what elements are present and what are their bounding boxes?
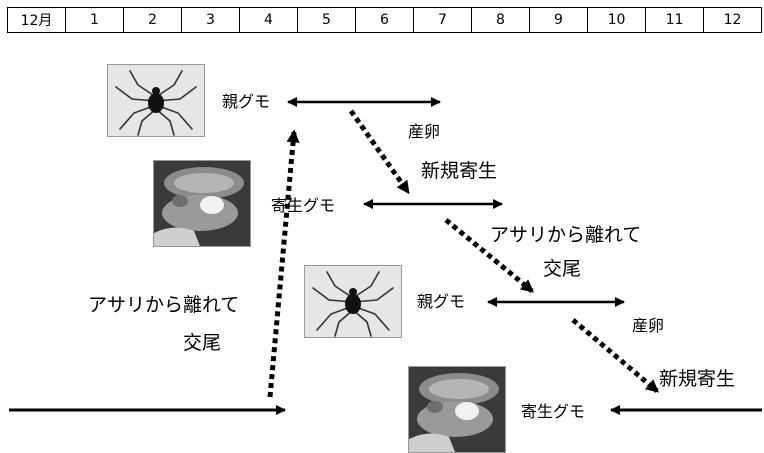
month-cell: 12月 [20,13,53,29]
sea-spider-photo-2 [304,265,402,338]
egg-laying-label-1: 産卵 [408,122,441,141]
month-cell: 11 [645,8,703,32]
clam-photo-2 [408,366,506,453]
month-cell: 8 [471,8,529,32]
new-parasitism-label-2: 新規寄生 [659,368,736,390]
month-cell: 2 [123,8,181,32]
month-cell: 1 [65,8,123,32]
month-cell: 6 [355,8,413,32]
month-cell: 4 [239,8,297,32]
leave-mate-1-arrow [267,129,300,398]
month-cell: 9 [529,8,587,32]
new-parasitism-label-1: 新規寄生 [421,160,498,182]
leave-mate-2-arrow [444,218,535,293]
leave-clam-label-1-line1: アサリから離れて [490,224,642,246]
month-cell: 7 [413,8,471,32]
leave-clam-label-2-line2: 交尾 [183,332,222,354]
month-cell: 5 [297,8,355,32]
egg-to-parasite-1-arrow [348,109,411,195]
month-cell: 3 [181,8,239,32]
parasitic-spider-label-1: 寄生グモ [271,196,336,215]
egg-to-parasite-2-arrow [571,318,659,393]
adult-spider-label-2: 親グモ [417,292,466,311]
sea-spider-photo-1 [107,64,205,137]
adult-spider-label-1: 親グモ [222,92,271,111]
leave-clam-label-1-line2: 交尾 [543,258,582,280]
egg-laying-label-2: 産卵 [632,316,665,335]
parasitic-spider-label-2: 寄生グモ [521,402,586,421]
month-cell: 12 [703,8,761,32]
clam-photo-1 [153,160,251,247]
month-cell: 10 [587,8,645,32]
leave-clam-label-2-line1: アサリから離れて [88,294,240,316]
